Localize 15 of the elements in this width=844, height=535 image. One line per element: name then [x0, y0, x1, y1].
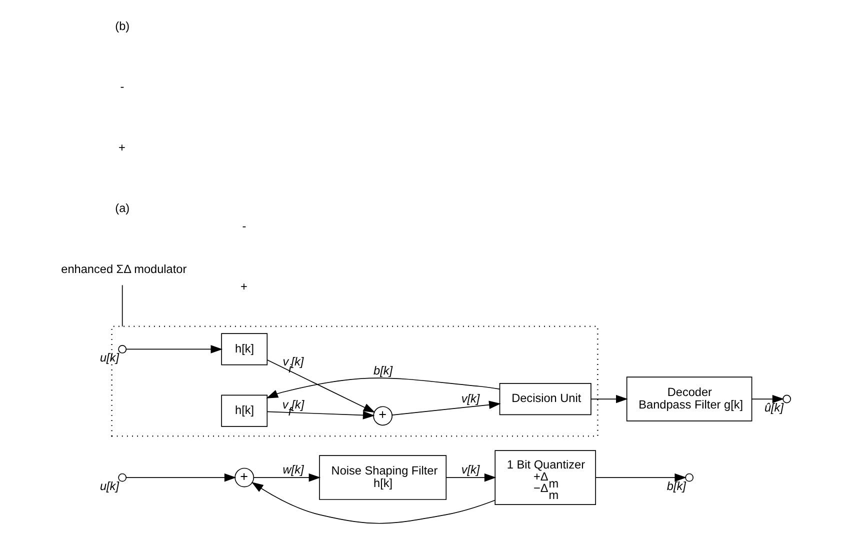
label: +: [240, 280, 247, 294]
label: -: [120, 80, 124, 94]
node-label: u[k]: [99, 478, 119, 493]
label: -: [242, 218, 246, 233]
node-label: u[k]: [99, 350, 119, 365]
edge-label: v[k]: [460, 462, 480, 476]
label: +: [118, 140, 125, 154]
label: (b): [114, 18, 130, 33]
edge-label: b[k]: [373, 364, 392, 378]
node-label: û[k]: [764, 400, 783, 414]
edge-label: v[k]: [460, 392, 480, 406]
node-label: b[k]: [666, 478, 686, 493]
node-text: enhanced ΣΔ modulator: [60, 262, 186, 276]
edge-label: w[k]: [282, 462, 304, 476]
label: (a): [114, 201, 130, 216]
